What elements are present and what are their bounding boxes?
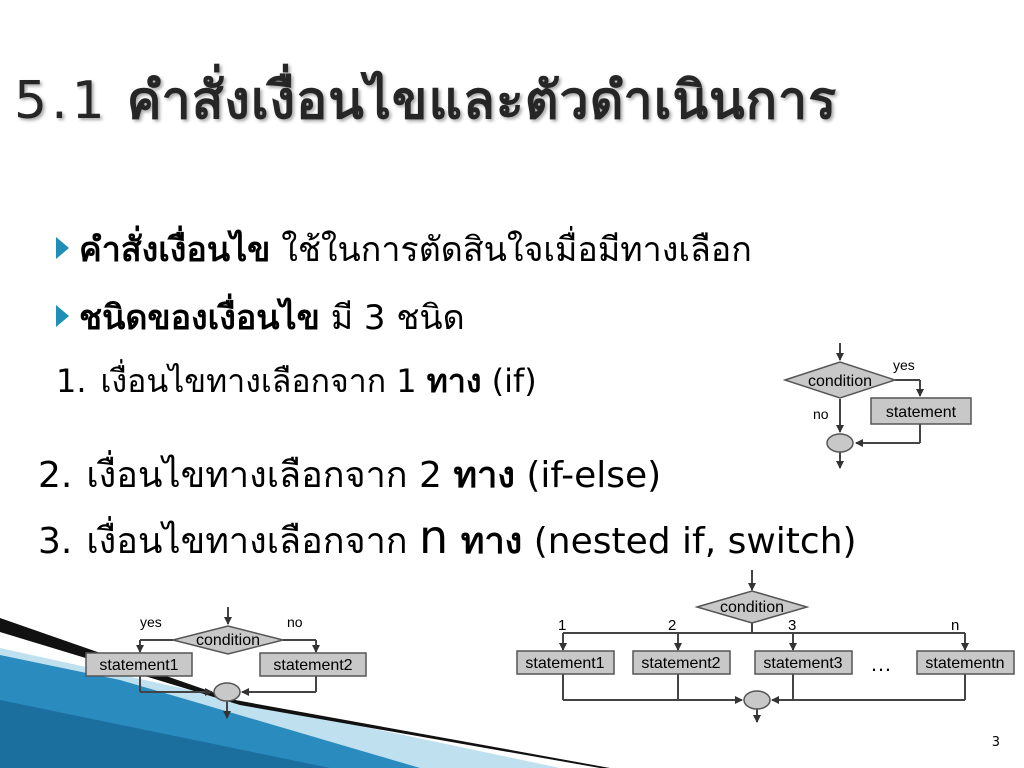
switch-statement-box <box>632 650 731 675</box>
if-yes-label: yes <box>893 357 915 373</box>
item-1: 1. เงื่อนไขทางเลือกจาก 1 ทาง (if) <box>56 356 537 407</box>
if-statement-box <box>870 397 972 425</box>
switch-branch-label: 2 <box>668 617 676 634</box>
item-3-text: เงื่อนไขทางเลือกจาก <box>86 521 420 562</box>
ifelse-statement2-box <box>259 652 367 677</box>
ifelse-condition-diamond <box>172 625 284 655</box>
item-1-number: 1. <box>56 362 87 400</box>
item-1-text: เงื่อนไขทางเลือกจาก 1 <box>100 362 427 400</box>
bullet-2-text: มี 3 ชนิด <box>319 298 465 338</box>
item-3-n: n <box>419 510 449 564</box>
if-diagram: condition yes no statement <box>782 357 972 453</box>
item-2-number: 2. <box>38 455 73 496</box>
bullet-triangle-icon <box>56 305 69 327</box>
item-2: 2. เงื่อนไขทางเลือกจาก 2 ทาง (if-else) <box>38 446 661 503</box>
item-3-number: 3. <box>38 521 73 562</box>
switch-branch-label: 3 <box>788 617 796 634</box>
switch-statement-label: statement1 <box>525 655 604 672</box>
switch-statement-label: statement3 <box>763 655 842 672</box>
bullet-2-bold: ชนิดของเงื่อนไข <box>79 298 320 338</box>
title-number: 5.1 <box>14 71 109 131</box>
ifelse-statement2-label: statement2 <box>273 657 352 674</box>
bullet-1-text: ใช้ในการตัดสินใจเมื่อมีทางเลือก <box>270 230 752 270</box>
item-2-bold: ทาง <box>453 455 515 496</box>
item-1-bold: ทาง <box>426 362 482 400</box>
ifelse-no-label: no <box>287 614 303 630</box>
switch-branch-label: n <box>951 617 959 634</box>
item-2-post: (if-else) <box>514 455 662 496</box>
item-3-post: (nested if <box>522 521 705 562</box>
item-3: 3. เงื่อนไขทางเลือกจาก n ทาง (nested if, … <box>38 510 857 569</box>
bullet-1-bold: คำสั่งเงื่อนไข <box>79 230 271 270</box>
if-no-label: no <box>813 406 829 422</box>
switch-statement-label: statement2 <box>641 655 720 672</box>
switch-ellipsis: … <box>870 651 892 676</box>
page-title: 5.1 คำสั่งเงื่อนไขและตัวดำเนินการ <box>14 58 837 141</box>
ifelse-join-node <box>213 682 241 702</box>
if-condition-diamond <box>782 361 898 399</box>
item-3-bold: ทาง <box>448 521 523 562</box>
ifelse-yes-label: yes <box>140 614 162 630</box>
ifelse-diagram: condition yes no statement1 statement2 <box>85 614 367 702</box>
item-2-text: เงื่อนไขทางเลือกจาก 2 <box>86 455 454 496</box>
title-text: คำสั่งเงื่อนไขและตัวดำเนินการ <box>126 71 838 131</box>
switch-branch-label: 1 <box>558 617 566 634</box>
switch-join-node <box>743 690 771 710</box>
ifelse-condition-label: condition <box>196 632 260 649</box>
switch-condition-diamond <box>694 590 810 624</box>
item-3-post2: , switch) <box>704 521 857 562</box>
if-condition-label: condition <box>808 373 872 390</box>
item-1-post: (if) <box>481 362 537 400</box>
if-statement-label: statement <box>886 404 957 421</box>
if-join-node <box>826 433 854 453</box>
page-number: 3 <box>991 735 1000 750</box>
switch-statement-box <box>916 650 1015 675</box>
switch-statement-box <box>516 650 615 675</box>
ifelse-statement1-label: statement1 <box>99 657 178 674</box>
switch-statement-label: statementn <box>925 655 1004 672</box>
bullet-1: คำสั่งเงื่อนไข ใช้ในการตัดสินใจเมื่อมีทา… <box>56 222 752 276</box>
ifelse-statement1-box <box>85 652 193 677</box>
bullet-triangle-icon <box>56 237 69 259</box>
switch-statement-box <box>754 650 853 675</box>
bullet-2: ชนิดของเงื่อนไข มี 3 ชนิด <box>56 290 465 344</box>
switch-diagram: condition 1 2 3 n statement1 statement2 … <box>516 590 1015 710</box>
switch-condition-label: condition <box>720 599 784 616</box>
